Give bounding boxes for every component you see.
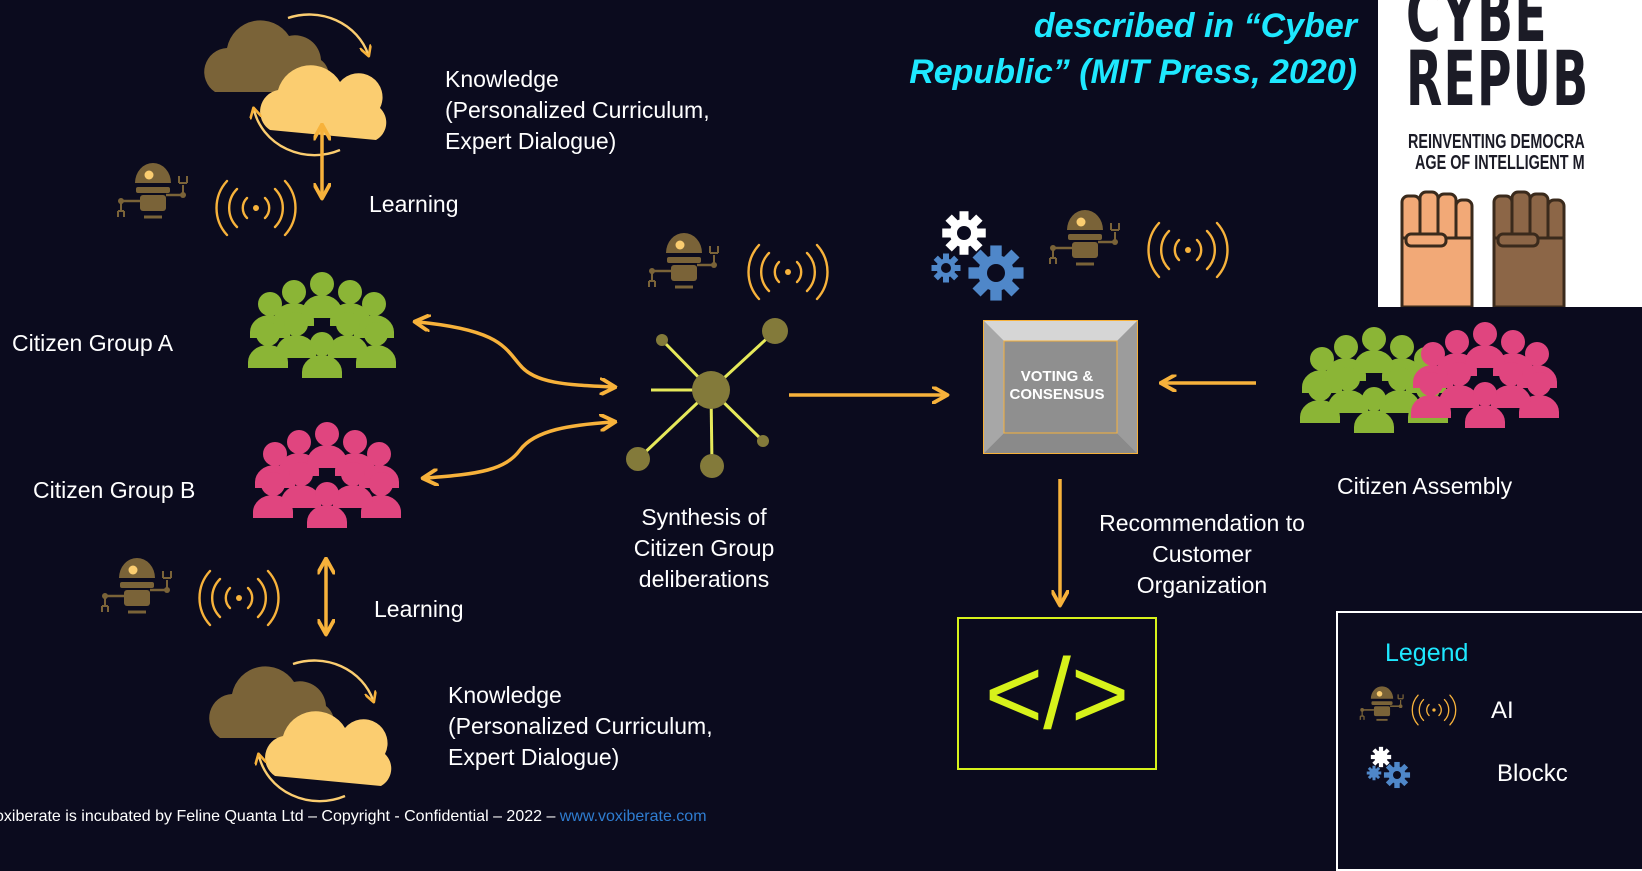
voting-line-2: CONSENSUS bbox=[1009, 386, 1105, 403]
legend-title: Legend bbox=[1385, 639, 1469, 667]
citizen-group-b-label: Citizen Group B bbox=[33, 477, 196, 503]
footer: oxiberate is incubated by Feline Quanta … bbox=[0, 808, 707, 826]
recommendation-label: Recommendation to Customer Organization bbox=[1082, 508, 1322, 601]
group-b-synthesis-arrow bbox=[426, 422, 612, 478]
book-subtitle-line-2: AGE OF INTELLIGENT M bbox=[1415, 152, 1585, 174]
footer-text: oxiberate is incubated by Feline Quanta … bbox=[0, 808, 560, 825]
cloud-icon bbox=[209, 660, 391, 801]
people-group-icon bbox=[1411, 322, 1559, 428]
learning-label-bottom: Learning bbox=[374, 596, 464, 622]
knowledge-bottom-line-2: (Personalized Curriculum, bbox=[448, 713, 713, 739]
citizen-assembly-label: Citizen Assembly bbox=[1337, 473, 1513, 499]
book-subtitle-line-1: REINVENTING DEMOCRA bbox=[1408, 131, 1585, 153]
cloud-icon bbox=[204, 14, 386, 155]
knowledge-label-top: Knowledge (Personalized Curriculum, Expe… bbox=[445, 64, 710, 157]
knowledge-top-line-3: Expert Dialogue) bbox=[445, 128, 617, 154]
gear-icon bbox=[931, 211, 1024, 301]
voting-line-1: VOTING & bbox=[1020, 368, 1094, 385]
book-cover: CYBE REPUB REINVENTING DEMOCRA AGE OF IN… bbox=[1378, 0, 1642, 307]
knowledge-top-line-2: (Personalized Curriculum, bbox=[445, 97, 710, 123]
synthesis-line-3: deliberations bbox=[638, 566, 770, 592]
legend-blockchain-label: Blockc bbox=[1497, 760, 1568, 787]
code-icon: </> bbox=[984, 638, 1130, 750]
synthesis-line-2: Citizen Group bbox=[633, 535, 775, 561]
signal-icon bbox=[215, 179, 297, 237]
people-group-icon bbox=[253, 422, 401, 528]
learning-label-top: Learning bbox=[369, 191, 459, 217]
quote-line-2: Republic” (MIT Press, 2020) bbox=[909, 53, 1357, 91]
quote-line-1: described in “Cyber bbox=[1033, 7, 1357, 45]
people-group-icon bbox=[248, 272, 396, 378]
gear-icon bbox=[1366, 746, 1411, 789]
recommendation-line-2: Customer bbox=[1152, 541, 1252, 567]
voting-consensus-box bbox=[983, 320, 1138, 454]
code-box: </> bbox=[957, 617, 1157, 770]
recommendation-line-1: Recommendation to bbox=[1099, 510, 1305, 536]
robot-icon bbox=[1048, 208, 1121, 266]
knowledge-top-line-1: Knowledge bbox=[445, 66, 559, 92]
footer-link[interactable]: www.voxiberate.com bbox=[559, 808, 707, 825]
synthesis-label: Synthesis of Citizen Group deliberations bbox=[604, 502, 804, 595]
signal-icon bbox=[198, 569, 280, 627]
robot-icon bbox=[116, 161, 189, 219]
synthesis-line-1: Synthesis of bbox=[641, 504, 767, 530]
book-title-line-2: REPUB bbox=[1406, 34, 1590, 123]
signal-icon bbox=[1147, 221, 1229, 279]
legend-box: Legend AI Blockc bbox=[1336, 611, 1642, 871]
knowledge-label-bottom: Knowledge (Personalized Curriculum, Expe… bbox=[448, 680, 713, 773]
knowledge-bottom-line-1: Knowledge bbox=[448, 682, 562, 708]
book-title-line-1: CYBE bbox=[1406, 0, 1548, 59]
robot-icon bbox=[647, 231, 720, 289]
network-hub-icon bbox=[626, 318, 788, 478]
group-a-synthesis-arrow bbox=[418, 322, 612, 387]
signal-icon bbox=[747, 243, 829, 301]
robot-icon bbox=[100, 556, 173, 614]
citizen-group-a-label: Citizen Group A bbox=[12, 330, 174, 356]
voting-consensus-label: VOTING & CONSENSUS bbox=[995, 368, 1119, 404]
recommendation-line-3: Organization bbox=[1136, 572, 1268, 598]
fist-icon bbox=[1400, 190, 1566, 307]
legend-ai-label: AI bbox=[1491, 697, 1514, 724]
book-quote: described in “Cyber Republic” (MIT Press… bbox=[909, 3, 1357, 95]
knowledge-bottom-line-3: Expert Dialogue) bbox=[448, 744, 620, 770]
